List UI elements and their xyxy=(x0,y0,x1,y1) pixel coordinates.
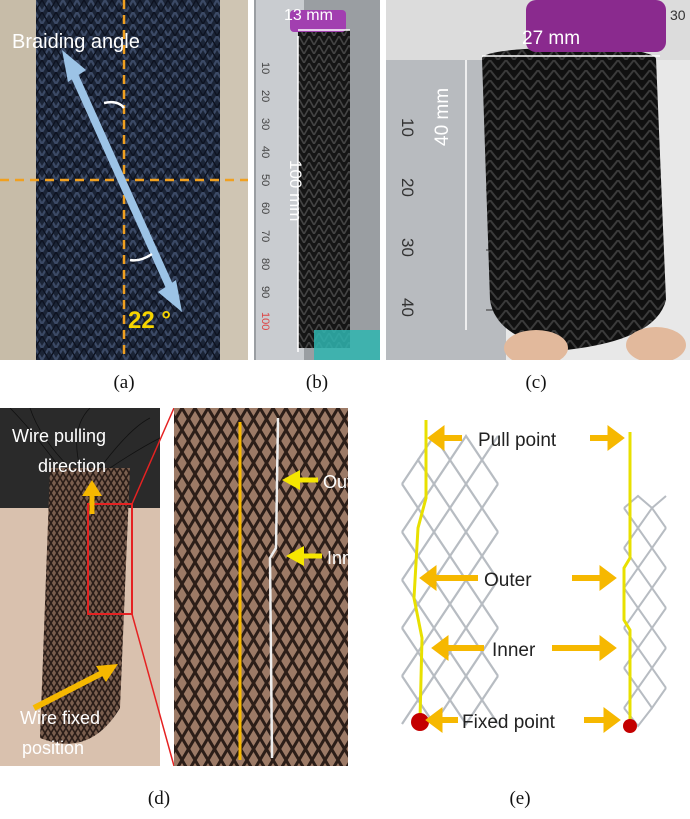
ruler-b-tick-70: 70 xyxy=(259,230,271,242)
wire-fixed-label-1: Wire fixed xyxy=(20,708,100,728)
caption-c: (c) xyxy=(525,372,547,393)
inner-wire-label-d: Inner xyxy=(327,548,368,568)
ruler-c-tick-40: 40 xyxy=(398,298,417,317)
ruler-b-tick-90: 90 xyxy=(259,286,271,298)
angle-value-label: 22 ° xyxy=(128,307,171,334)
ruler-b-tick-20: 20 xyxy=(259,90,271,102)
ruler-b-tick-80: 80 xyxy=(259,258,271,270)
ruler-c-tick-30: 30 xyxy=(398,238,417,257)
ruler-b-tick-50: 50 xyxy=(259,174,271,186)
width-13mm-label: 13 mm xyxy=(284,7,333,24)
panel-d-photo: Wire pulling direction Wire fixed positi… xyxy=(0,408,386,766)
caption-d: (d) xyxy=(147,788,171,809)
ruler-c-tick-10: 10 xyxy=(398,118,417,137)
length-100mm-label: 100 mm xyxy=(286,160,305,221)
wire-fixed-label-2: position xyxy=(22,738,84,758)
pull-point-label: Pull point xyxy=(478,430,557,451)
caption-a: (a) xyxy=(113,372,135,393)
panel-e-diagram: Pull point Outer Inner Fixed point xyxy=(392,408,690,766)
inner-wire-label-e: Inner xyxy=(492,640,536,661)
ruler-b-tick-40: 40 xyxy=(259,146,271,158)
ruler-top-number: 30 xyxy=(670,7,686,23)
caption-e: (e) xyxy=(509,788,531,809)
caption-b: (b) xyxy=(305,372,329,393)
wire-pulling-label-1: Wire pulling xyxy=(12,426,106,446)
braiding-angle-label: Braiding angle xyxy=(12,31,140,53)
ruler-b-tick-100: 100 xyxy=(259,312,271,330)
ruler-c-tick-20: 20 xyxy=(398,178,417,197)
width-27mm-label: 27 mm xyxy=(522,28,580,49)
outer-wire-label-e: Outer xyxy=(484,570,532,591)
ruler-b-tick-30: 30 xyxy=(259,118,271,130)
outer-wire-label-d: Outer xyxy=(323,472,368,492)
panel-b-photo: 10 20 30 40 50 60 70 80 90 100 13 mm 100… xyxy=(254,0,380,360)
panel-a-photo: Braiding angle 22 ° xyxy=(0,0,248,360)
panel-c-photo: 10 20 30 40 30 27 mm 40 mm xyxy=(386,0,690,360)
ruler-b-tick-60: 60 xyxy=(259,202,271,214)
fixed-point-label: Fixed point xyxy=(462,712,556,733)
ruler-b-tick-10: 10 xyxy=(259,62,271,74)
wire-pulling-label-2: direction xyxy=(38,456,106,476)
length-40mm-label: 40 mm xyxy=(432,88,453,146)
